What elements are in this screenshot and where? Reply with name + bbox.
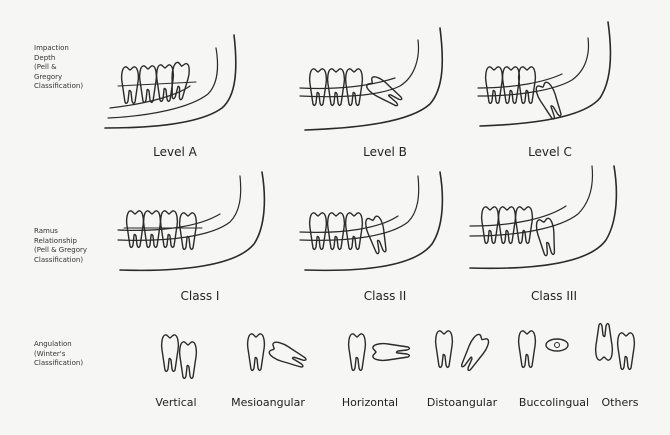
class-1-figure <box>118 172 264 270</box>
distoangular-figure <box>436 331 491 373</box>
caption-horizontal: Horizontal <box>320 396 420 409</box>
others-figure <box>596 324 635 370</box>
caption-others: Others <box>570 396 670 409</box>
level-b-figure <box>300 28 442 130</box>
level-a-figure <box>105 35 236 128</box>
level-c-figure <box>478 22 610 126</box>
caption-level-b: Level B <box>325 145 445 159</box>
buccolingual-figure <box>519 331 568 368</box>
caption-mesioangular: Mesioangular <box>218 396 318 409</box>
caption-class-2: Class II <box>325 289 445 303</box>
class-3-figure <box>470 166 616 268</box>
vertical-figure <box>162 335 197 379</box>
class-2-figure <box>300 172 442 270</box>
caption-level-a: Level A <box>115 145 235 159</box>
caption-distoangular: Distoangular <box>412 396 512 409</box>
caption-class-3: Class III <box>494 289 614 303</box>
caption-vertical: Vertical <box>126 396 226 409</box>
caption-class-1: Class I <box>140 289 260 303</box>
horizontal-figure <box>349 334 410 371</box>
caption-level-c: Level C <box>490 145 610 159</box>
mesioangular-figure <box>248 334 308 371</box>
